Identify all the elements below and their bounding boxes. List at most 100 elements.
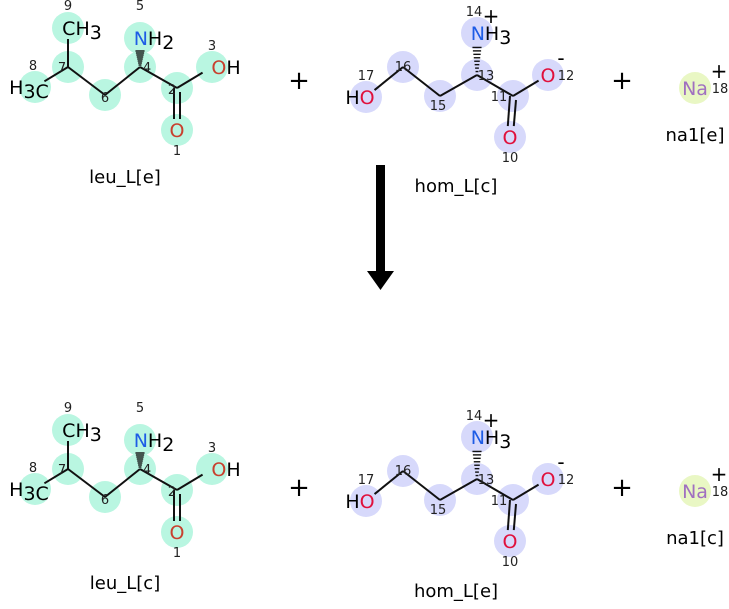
single-bond <box>373 470 404 495</box>
single-bond <box>104 66 141 96</box>
single-bond <box>512 483 540 501</box>
atom-highlight <box>532 463 564 495</box>
atom-highlight <box>350 81 382 113</box>
atom-highlight <box>461 17 493 49</box>
atom-index: 18 <box>712 82 729 97</box>
atom-label: CH3 <box>62 420 102 446</box>
double-bond <box>506 499 511 531</box>
atom-highlight <box>196 51 228 83</box>
atom-index: 2 <box>168 83 176 98</box>
atom-index: 2 <box>168 485 176 500</box>
atom-label: CH3 <box>62 18 102 44</box>
atom-highlight <box>52 414 84 446</box>
atom-label: NH2 <box>134 28 175 54</box>
atom-index: 16 <box>395 60 412 75</box>
atom-index: 12 <box>558 69 575 84</box>
molecule-na: Na+18 na1[c] <box>666 462 728 549</box>
single-bond <box>67 66 106 96</box>
metabolite-name: na1[e] <box>665 125 724 146</box>
atom-highlight <box>161 114 193 146</box>
atom-label: NH2 <box>134 430 175 456</box>
atom-index: 5 <box>136 0 144 14</box>
atom-index: 18 <box>712 485 729 500</box>
reaction-arrow <box>367 165 394 290</box>
atom-index: 4 <box>143 463 151 478</box>
atom-highlight <box>350 485 382 517</box>
single-bond <box>439 74 478 97</box>
atom-index: 3 <box>208 39 216 54</box>
atom-index: 7 <box>58 463 66 478</box>
atom-label: H3C <box>9 479 49 505</box>
atom-index: 14 <box>466 409 483 424</box>
single-bond <box>176 473 204 491</box>
atom-highlight <box>19 473 51 505</box>
single-bond <box>476 74 514 97</box>
single-bond <box>476 478 514 501</box>
plus-sign: + <box>611 473 633 503</box>
plus-sign: + <box>288 66 310 96</box>
atom-index: 11 <box>491 494 508 509</box>
single-bond <box>139 66 178 89</box>
atom-highlight <box>19 71 51 103</box>
atom-index: 1 <box>173 546 181 561</box>
atom-highlight <box>461 421 493 453</box>
atom-label: OH <box>211 459 240 481</box>
metabolite-name: hom_L[e] <box>414 581 498 602</box>
atom-label: O <box>541 65 556 87</box>
atom-index: 6 <box>101 91 109 106</box>
atom-index: 17 <box>358 473 375 488</box>
atom-label: O <box>503 127 518 149</box>
charge-sign: + <box>711 59 728 83</box>
atom-label: OH <box>211 57 240 79</box>
atom-index: 14 <box>466 5 483 20</box>
atom-label: NH3 <box>471 23 512 49</box>
atom-index: 17 <box>358 69 375 84</box>
atom-highlight <box>679 475 711 507</box>
single-bond <box>176 71 204 89</box>
single-bond <box>373 66 404 91</box>
atom-index: 3 <box>208 441 216 456</box>
single-bond <box>139 468 178 491</box>
plus-sign: + <box>611 66 633 96</box>
single-bond <box>512 79 540 97</box>
atom-highlight <box>161 516 193 548</box>
atom-highlight <box>494 121 526 153</box>
single-bond <box>104 468 141 498</box>
single-bond <box>402 470 441 501</box>
single-bond <box>402 66 441 97</box>
atom-index: 9 <box>64 0 72 14</box>
atom-highlight <box>494 525 526 557</box>
atom-label: O <box>170 120 185 142</box>
atom-index: 13 <box>478 69 495 84</box>
charge-sign: + <box>483 4 500 28</box>
charge-sign: - <box>557 450 564 474</box>
atom-index: 8 <box>29 461 37 476</box>
single-bond <box>67 468 106 498</box>
atom-label: O <box>541 469 556 491</box>
atom-highlight <box>679 72 711 104</box>
atom-index: 4 <box>143 61 151 76</box>
atom-label: O <box>503 531 518 553</box>
atom-label: NH3 <box>471 427 512 453</box>
atom-label: Na <box>682 481 708 503</box>
double-bond <box>512 99 517 127</box>
atom-index: 8 <box>29 59 37 74</box>
atom-highlight <box>52 12 84 44</box>
single-bond <box>43 66 69 83</box>
metabolite-name: leu_L[e] <box>89 167 161 188</box>
atom-index: 15 <box>430 503 447 518</box>
double-bond <box>506 95 511 127</box>
charge-sign: + <box>711 462 728 486</box>
double-bond <box>512 503 517 531</box>
atom-index: 12 <box>558 473 575 488</box>
atom-highlight <box>124 424 156 456</box>
atom-index: 5 <box>136 401 144 416</box>
atom-index: 6 <box>101 493 109 508</box>
atom-index: 15 <box>430 99 447 114</box>
atom-highlight <box>196 453 228 485</box>
atom-index: 10 <box>502 555 519 570</box>
metabolite-name: na1[c] <box>666 528 724 549</box>
atom-highlight <box>124 22 156 54</box>
